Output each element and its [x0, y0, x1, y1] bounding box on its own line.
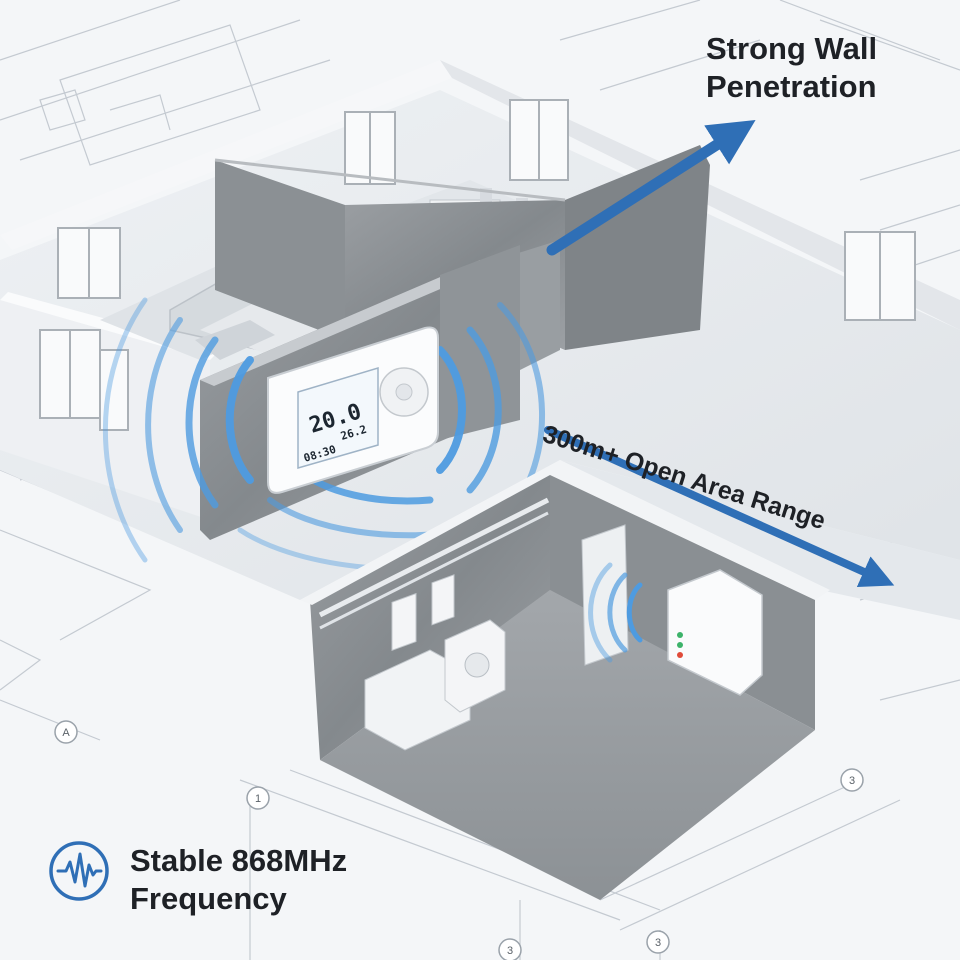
receiver-device — [667, 569, 763, 696]
dimension-label: 3 — [507, 945, 513, 957]
dimension-label: 3 — [655, 937, 661, 949]
arrow-icon — [546, 120, 756, 256]
wall-label-line1: Strong Wall — [706, 31, 878, 66]
status-led-red — [677, 652, 683, 658]
arrow-icon — [544, 426, 895, 588]
frequency-label-line1: Stable 868MHz — [130, 843, 348, 878]
status-led-green — [677, 632, 683, 638]
dimension-label: 1 — [255, 793, 261, 805]
dimension-label: A — [62, 727, 70, 739]
window — [39, 99, 916, 431]
lcd-screen — [297, 366, 379, 469]
dimension-marks — [54, 720, 864, 960]
thermostat-device: 20.0 26.2 08:30 — [267, 326, 439, 494]
waveform-icon — [49, 841, 109, 901]
wall-penetration-label: Strong Wall Penetration — [706, 30, 877, 106]
signal-waves-icon — [588, 562, 643, 663]
dimension-label: 3 — [849, 775, 855, 787]
frequency-label-line2: Frequency — [130, 881, 287, 916]
frequency-label: Stable 868MHz Frequency — [130, 842, 347, 918]
wall-label-line2: Penetration — [706, 69, 877, 104]
